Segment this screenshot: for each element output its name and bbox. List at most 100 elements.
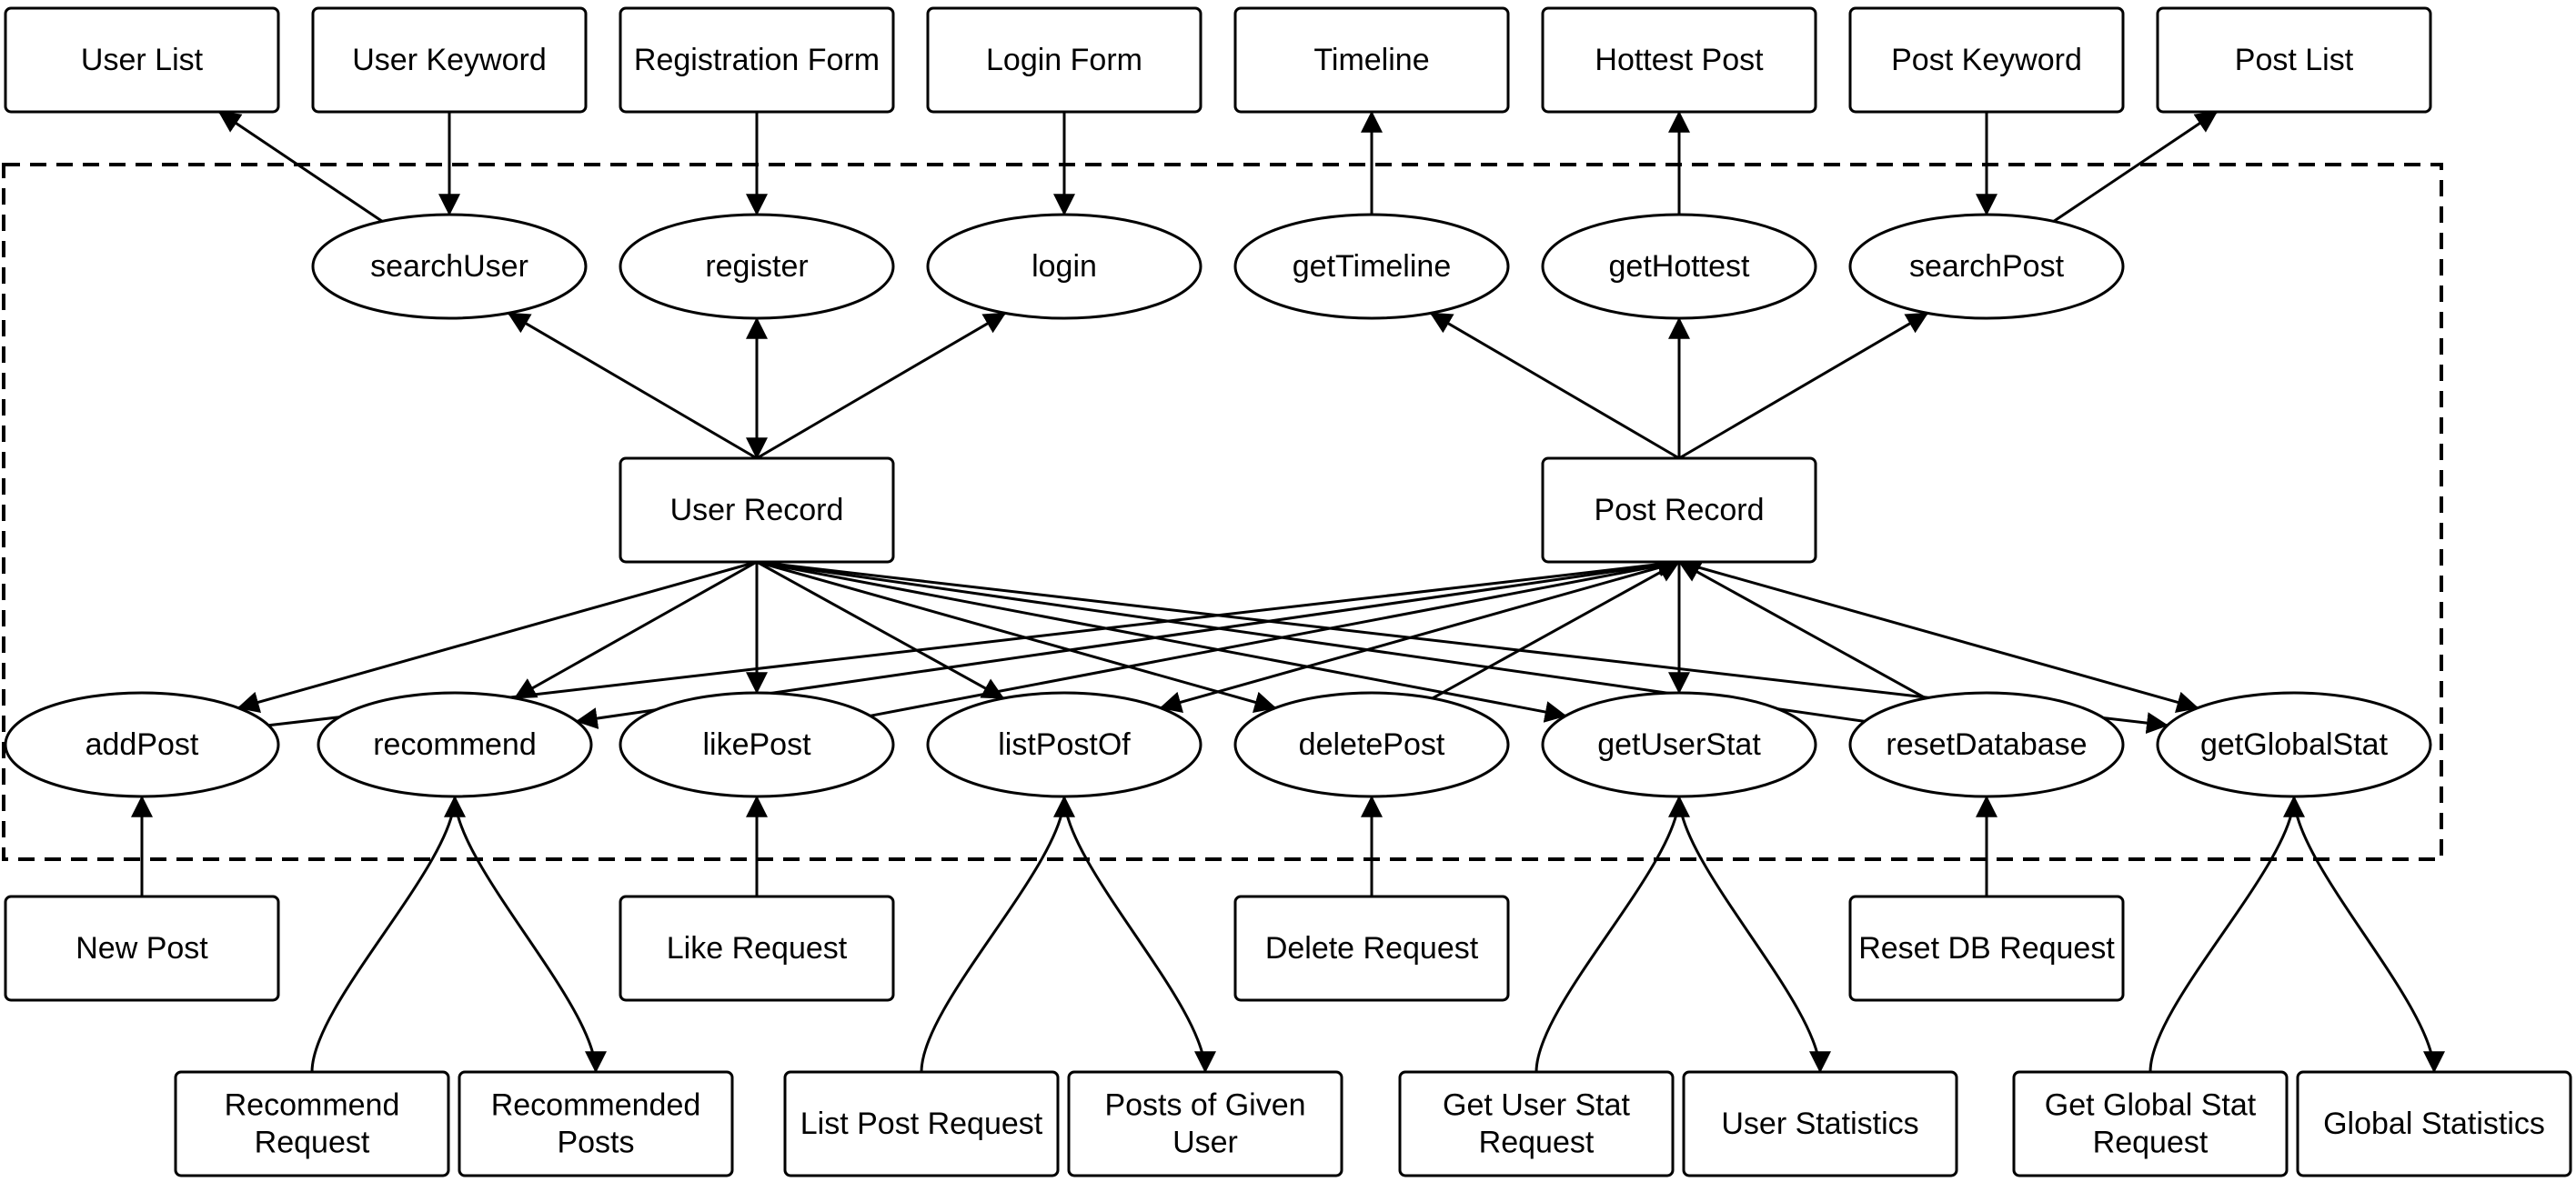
node-new-post: New Post (4, 895, 280, 1002)
nodes-layer: User List User Keyword Registration Form Lo… (4, 6, 2572, 1177)
node-register-label: register (705, 249, 808, 284)
node-post-keyword: Post Keyword (1848, 6, 2125, 114)
node-login-label: login (1031, 249, 1097, 284)
node-user-record: User Record (619, 456, 895, 564)
node-searchuser-label: searchUser (370, 249, 528, 284)
node-post-record: Post Record (1541, 456, 1817, 564)
edge-post-record-to-searchpost (1678, 312, 1929, 460)
node-registration-form: Registration Form (619, 6, 895, 114)
edge-user-record-to-addpost (236, 560, 758, 713)
node-listpostof-label: listPostOf (998, 727, 1131, 762)
node-delete-request-box (1233, 895, 1510, 1002)
node-searchuser-ellipse (311, 213, 588, 320)
node-list-post-request: List Post Request (783, 1070, 1060, 1177)
node-posts-of-given-user-label: Posts of Given (1104, 1088, 1305, 1123)
node-getuserstat: getUserStat (1541, 691, 1817, 798)
node-recommend-label: recommend (373, 727, 537, 762)
node-likepost-label: likePost (702, 727, 811, 762)
edge-list-post-request-to-listpostof (920, 795, 1075, 1073)
node-user-record-box (619, 456, 895, 564)
node-post-keyword-label: Post Keyword (1891, 43, 2082, 77)
node-posts-of-given-user-label: User (1172, 1126, 1238, 1160)
node-reset-db-request-label: Reset DB Request (1858, 931, 2115, 966)
node-addpost-ellipse (4, 691, 280, 798)
node-searchpost-label: searchPost (1909, 249, 2065, 284)
node-listpostof: listPostOf (926, 691, 1202, 798)
node-gethottest: getHottest (1541, 213, 1817, 320)
node-gettimeline-label: getTimeline (1293, 249, 1451, 284)
node-getglobalstat-label: getGlobalStat (2200, 727, 2389, 762)
node-getglobalstat-ellipse (2156, 691, 2432, 798)
node-get-global-stat-request-label: Get Global Stat (2045, 1088, 2257, 1123)
node-global-statistics: Global Statistics (2296, 1070, 2572, 1177)
node-global-statistics-box (2296, 1070, 2572, 1177)
node-list-post-request-label: List Post Request (800, 1107, 1043, 1141)
node-resetdatabase: resetDatabase (1848, 691, 2125, 798)
node-login-form-label: Login Form (986, 43, 1142, 77)
node-login: login (926, 213, 1202, 320)
system-boundary (2, 163, 2443, 861)
node-get-user-stat-request-label: Request (1479, 1126, 1595, 1160)
node-get-user-stat-request-label: Get User Stat (1443, 1088, 1631, 1123)
edge-user-record-to-recommend (513, 560, 758, 700)
node-registration-form-box (619, 6, 895, 114)
node-like-request-label: Like Request (667, 931, 848, 966)
edge-getuserstat-to-user-statistics (1677, 796, 1831, 1074)
node-recommend-request-label: Request (255, 1126, 370, 1160)
node-recommend: recommend (317, 691, 593, 798)
node-delete-request: Delete Request (1233, 895, 1510, 1002)
node-recommend-request-label: Recommend (225, 1088, 400, 1123)
node-post-list-label: Post List (2235, 43, 2354, 77)
edge-searchuser-to-user-list (217, 110, 383, 223)
edge-user-record-to-login (756, 312, 1007, 460)
node-gethottest-label: getHottest (1609, 249, 1751, 284)
node-user-keyword-box (311, 6, 588, 114)
node-user-keyword-label: User Keyword (352, 43, 547, 77)
node-recommend-ellipse (317, 691, 593, 798)
node-post-record-box (1541, 456, 1817, 564)
edge-user-record-to-deletepost (756, 560, 1277, 713)
edge-post-record-to-listpostof (1159, 560, 1680, 713)
node-resetdatabase-ellipse (1848, 691, 2125, 798)
node-new-post-box (4, 895, 280, 1002)
edge-recommend-to-recommended-posts (453, 796, 607, 1074)
edge-get-user-stat-request-to-getuserstat (1535, 795, 1690, 1073)
node-user-list: User List (4, 6, 280, 114)
node-getuserstat-label: getUserStat (1597, 727, 1761, 762)
node-registration-form-label: Registration Form (634, 43, 880, 77)
node-timeline-box (1233, 6, 1510, 114)
edge-resetdatabase-to-post-record (1677, 560, 1927, 700)
node-user-record-label: User Record (670, 493, 844, 527)
node-recommended-posts-box (458, 1070, 734, 1177)
node-hottest-post-label: Hottest Post (1595, 43, 1764, 77)
edge-post-record-to-gettimeline (1429, 312, 1680, 460)
node-user-list-box (4, 6, 280, 114)
node-resetdatabase-label: resetDatabase (1886, 727, 2087, 762)
node-recommended-posts-label: Posts (557, 1126, 634, 1160)
node-deletepost: deletePost (1233, 691, 1510, 798)
node-post-record-label: Post Record (1594, 493, 1764, 527)
node-new-post-label: New Post (75, 931, 208, 966)
node-register: register (619, 213, 895, 320)
edge-searchpost-to-post-list (2053, 110, 2219, 223)
node-like-request: Like Request (619, 895, 895, 1002)
node-likepost: likePost (619, 691, 895, 798)
node-login-form: Login Form (926, 6, 1202, 114)
node-hottest-post: Hottest Post (1541, 6, 1817, 114)
edge-getglobalstat-to-global-statistics (2292, 796, 2445, 1074)
edge-likepost-to-post-record (870, 555, 1681, 717)
edge-recommend-request-to-recommend (310, 795, 466, 1073)
node-timeline-label: Timeline (1313, 43, 1429, 77)
edge-post-record-to-getglobalstat (1678, 560, 2199, 713)
node-global-statistics-label: Global Statistics (2323, 1107, 2545, 1141)
node-addpost: addPost (4, 691, 280, 798)
node-listpostof-ellipse (926, 691, 1202, 798)
node-user-statistics-box (1682, 1070, 1958, 1177)
edge-user-record-to-searchuser (507, 312, 758, 460)
node-post-list-box (2156, 6, 2432, 114)
node-get-global-stat-request-label: Request (2093, 1126, 2209, 1160)
node-addpost-label: addPost (86, 727, 199, 762)
